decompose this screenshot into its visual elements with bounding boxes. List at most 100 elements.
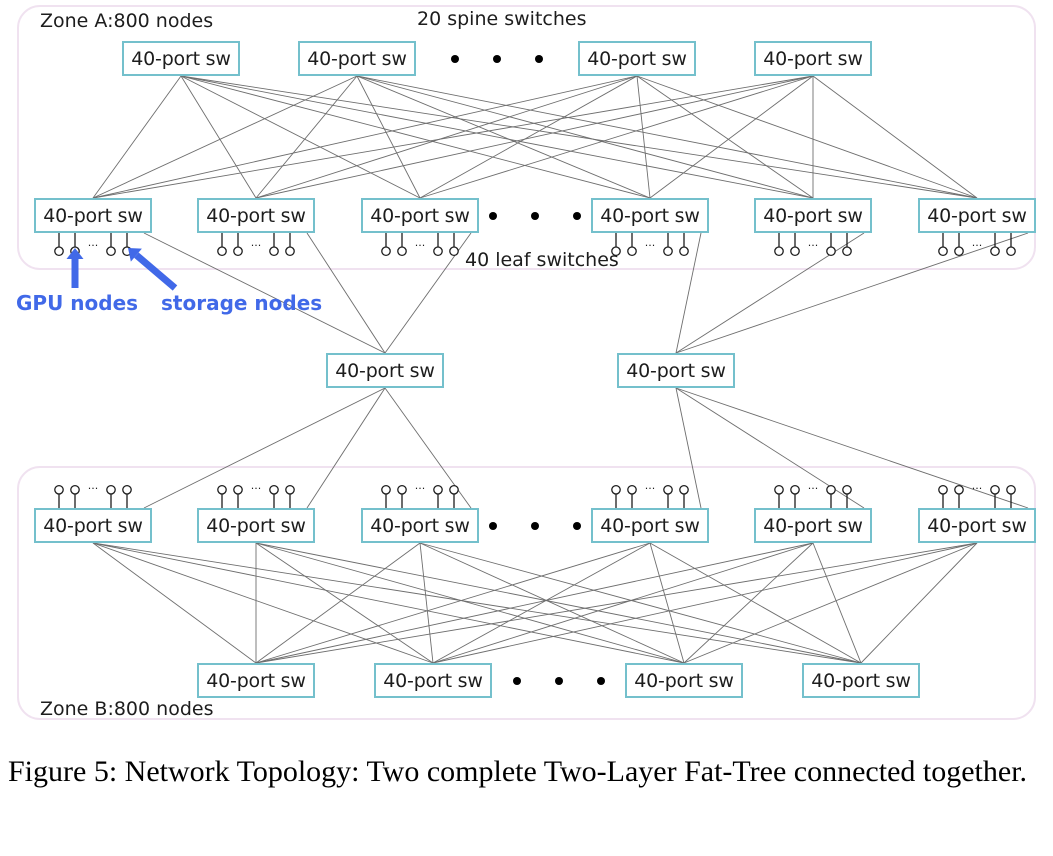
zone-b-endhost-3-node-3 xyxy=(433,484,443,495)
zone-a-fabric-link-2-4 xyxy=(356,75,651,199)
zone-a-endhost-2-node-4 xyxy=(285,246,295,257)
zone-a-fabric-link-1-5 xyxy=(180,75,814,199)
core-uplink-a-2-6 xyxy=(675,232,1029,354)
zone-b-frame xyxy=(17,466,1036,720)
zone-b-endhost-6-node-3 xyxy=(990,484,1000,495)
zone-a-fabric-link-2-5 xyxy=(356,75,814,199)
zone-b-endhost-4-ellipsis: ··· xyxy=(645,482,656,495)
zone-b-endhost-1-node-1 xyxy=(54,484,64,495)
zone-a-endhost-4-node-1 xyxy=(611,246,621,257)
zone-b-spine-switch-1[interactable]: 40-port sw xyxy=(197,663,315,698)
zone-a-endhost-3-node-2 xyxy=(397,246,407,257)
zone-a-endhost-1-ellipsis: ··· xyxy=(88,239,99,252)
zone-b-fabric-link-3-3 xyxy=(419,542,685,664)
zone-a-endhost-1-node-3 xyxy=(106,246,116,257)
zone-b-endhost-5-node-4 xyxy=(842,484,852,495)
zone-b-leaf-switch-1[interactable]: 40-port sw xyxy=(34,508,152,543)
core-uplink-a-1-2 xyxy=(306,232,386,354)
zone-a-endhost-2-node-3 xyxy=(269,246,279,257)
zone-b-leaf-switch-6[interactable]: 40-port sw xyxy=(918,508,1036,543)
zone-b-fabric-link-3-4 xyxy=(419,542,862,664)
spine-count-label: 20 spine switches xyxy=(417,8,587,30)
zone-a-spine-switch-4[interactable]: 40-port sw xyxy=(754,41,872,76)
zone-b-leaf-switch-5[interactable]: 40-port sw xyxy=(754,508,872,543)
zone-a-fabric-link-1-2 xyxy=(180,75,257,199)
zone-b-endhost-6-node-2 xyxy=(954,484,964,495)
zone-a-fabric-link-4-4 xyxy=(649,75,814,199)
zone-a-spine-switch-2[interactable]: 40-port sw xyxy=(298,41,416,76)
zone-a-leaf-switch-1[interactable]: 40-port sw xyxy=(34,198,152,233)
zone-a-fabric-link-4-2 xyxy=(255,75,814,199)
zone-b-fabric-link-6-3 xyxy=(683,542,978,664)
zone-a-endhost-6-node-1 xyxy=(938,246,948,257)
core-downlink-b-1-1 xyxy=(143,387,386,509)
zone-a-endhost-5-node-4 xyxy=(842,246,852,257)
zone-a-leaf-switch-3[interactable]: 40-port sw xyxy=(361,198,479,233)
zone-a-spine-switch-1[interactable]: 40-port sw xyxy=(122,41,240,76)
zone-b-spine-switch-3[interactable]: 40-port sw xyxy=(625,663,743,698)
zone-b-label: Zone B:800 nodes xyxy=(40,698,214,720)
zone-a-endhost-2-ellipsis: ··· xyxy=(251,239,262,252)
zone-b-endhost-2-node-1 xyxy=(217,484,227,495)
leaf-count-label: 40 leaf switches xyxy=(465,249,619,271)
zone-a-endhost-3-node-4 xyxy=(449,246,459,257)
zone-b-endhost-4-node-1 xyxy=(611,484,621,495)
endhost-glyphs: ···································· xyxy=(54,233,1016,508)
zone-a-endhost-4-node-3 xyxy=(663,246,673,257)
zone-b-fabric-link-5-1 xyxy=(255,542,814,664)
zone-a-fabric-link-2-6 xyxy=(356,75,978,199)
core-switch-2[interactable]: 40-port sw xyxy=(617,353,735,388)
zone-a-endhost-2-node-2 xyxy=(233,246,243,257)
zone-b-endhost-2-node-4 xyxy=(285,484,295,495)
zone-a-leaf-switch-5[interactable]: 40-port sw xyxy=(754,198,872,233)
core-downlink-b-1-2 xyxy=(306,387,386,509)
zone-a-endhost-6-ellipsis: ··· xyxy=(972,239,983,252)
zone-a-fabric-link-2-2 xyxy=(255,75,358,199)
zone-b-endhost-1-node-2 xyxy=(70,484,80,495)
zone-a-fabric-link-2-1 xyxy=(92,75,358,199)
zone-a-leaf-switch-4[interactable]: 40-port sw xyxy=(591,198,709,233)
zone-a-endhost-2-node-1 xyxy=(217,246,227,257)
zone-b-leaf-switch-2[interactable]: 40-port sw xyxy=(197,508,315,543)
zone-b-fabric-link-4-4 xyxy=(649,542,862,664)
zone-b-endhost-3-node-1 xyxy=(381,484,391,495)
zone-b-endhost-6-node-1 xyxy=(938,484,948,495)
zone-a-spine-switch-3[interactable]: 40-port sw xyxy=(578,41,696,76)
link-lines xyxy=(92,75,1029,664)
zone-a-frame xyxy=(17,5,1036,270)
zone-b-leaf-switch-4[interactable]: 40-port sw xyxy=(591,508,709,543)
zone-b-spine-switch-2[interactable]: 40-port sw xyxy=(374,663,492,698)
zone-a-endhost-3-ellipsis: ··· xyxy=(415,239,426,252)
zone-a-endhost-4-node-2 xyxy=(627,246,637,257)
zone-b-fabric-link-6-2 xyxy=(432,542,978,664)
zone-a-fabric-link-3-2 xyxy=(255,75,638,199)
core-switch-1[interactable]: 40-port sw xyxy=(326,353,444,388)
zone-b-endhost-6-ellipsis: ··· xyxy=(972,482,983,495)
zone-b-leaf-switch-3[interactable]: 40-port sw xyxy=(361,508,479,543)
zone-b-endhost-5-node-1 xyxy=(774,484,784,495)
zone-a-endhost-5-ellipsis: ··· xyxy=(808,239,819,252)
zone-b-endhost-1-ellipsis: ··· xyxy=(88,482,99,495)
zone-b-fabric-link-2-4 xyxy=(255,542,862,664)
zone-b-endhost-4-node-3 xyxy=(663,484,673,495)
zone-a-endhost-1-node-1 xyxy=(54,246,64,257)
zone-a-endhost-6-node-2 xyxy=(954,246,964,257)
zone-b-fabric-link-2-2 xyxy=(255,542,434,664)
core-uplink-a-1-1 xyxy=(143,232,386,354)
core-downlink-b-2-6 xyxy=(675,387,1029,509)
zone-b-fabric-link-6-1 xyxy=(255,542,978,664)
zone-b-fabric-link-5-4 xyxy=(812,542,862,664)
zone-b-fabric-link-5-2 xyxy=(432,542,814,664)
zone-a-fabric-link-2-3 xyxy=(356,75,421,199)
zone-b-fabric-link-4-2 xyxy=(432,542,651,664)
zone-a-leaf-switch-6[interactable]: 40-port sw xyxy=(918,198,1036,233)
zone-a-endhost-4-ellipsis: ··· xyxy=(645,239,656,252)
zone-a-fabric-link-4-1 xyxy=(92,75,814,199)
zone-a-fabric-link-3-5 xyxy=(636,75,814,199)
zone-b-endhost-5-ellipsis: ··· xyxy=(808,482,819,495)
zone-a-leaf-switch-2[interactable]: 40-port sw xyxy=(197,198,315,233)
zone-b-endhost-1-node-3 xyxy=(106,484,116,495)
zone-b-spine-switch-4[interactable]: 40-port sw xyxy=(802,663,920,698)
zone-b-endhost-2-node-3 xyxy=(269,484,279,495)
